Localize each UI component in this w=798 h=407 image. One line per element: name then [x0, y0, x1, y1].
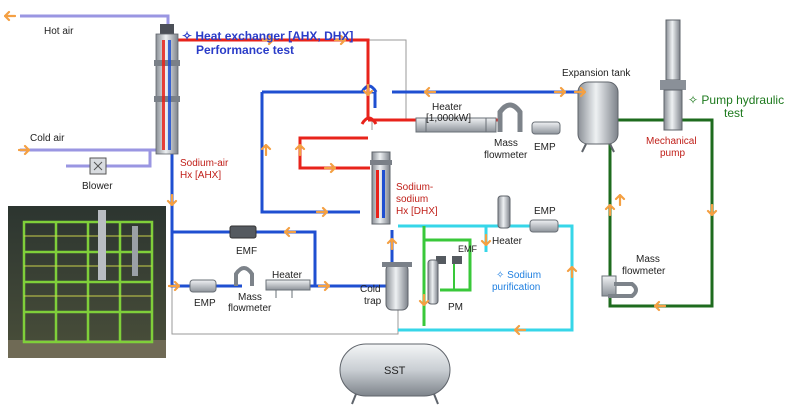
emf-main-label: EMF	[236, 246, 257, 257]
sodium-air-hx-label-1: Sodium-air	[180, 158, 229, 169]
emf-purification-label: EMF	[458, 244, 478, 254]
sodium-purification-label-2: purification	[492, 282, 540, 293]
emf-main	[229, 225, 257, 239]
pump-test-label-1: ✧ Pump hydraulic	[688, 93, 784, 107]
sodium-sodium-hx-label-2: sodium	[396, 194, 428, 205]
expansion-tank	[577, 81, 619, 153]
flow-arrow-icon	[424, 86, 436, 98]
flow-arrow-icon	[706, 204, 718, 216]
mass-flowmeter-top-label-2: flowmeter	[484, 150, 528, 161]
expansion-tank-label: Expansion tank	[562, 68, 631, 79]
mass-flowmeter-top	[497, 102, 523, 132]
sst-tank	[339, 343, 451, 405]
flow-arrow-icon	[418, 294, 430, 306]
heater-1000-label-1: Heater	[432, 102, 463, 113]
emp-bottom	[189, 279, 217, 293]
dhx-vessel	[370, 151, 392, 225]
pm-label: PM	[448, 302, 463, 313]
cold-trap-label-2: trap	[364, 296, 382, 307]
mass-flowmeter-bottom	[234, 266, 254, 286]
hot-air-label: Hot air	[44, 26, 74, 37]
sodium-sodium-hx-label-3: Hx [DHX]	[396, 206, 438, 217]
emf-purification	[436, 256, 462, 264]
cold-air-label: Cold air	[30, 133, 65, 144]
flow-arrow-icon	[318, 280, 330, 292]
flow-arrow-icon	[294, 144, 306, 156]
flow-arrow-icon	[614, 194, 626, 206]
flow-arrow-icon	[284, 226, 296, 238]
mass-flowmeter-bottom-label-1: Mass	[238, 292, 262, 303]
flow-arrow-icon	[316, 206, 328, 218]
sodium-sodium-hx-label-1: Sodium-	[396, 182, 433, 193]
blower-label: Blower	[82, 181, 113, 192]
cold-trap	[382, 262, 412, 311]
emp-purification	[529, 219, 559, 233]
sst-label: SST	[384, 365, 406, 377]
mass-flowmeter-top-label-1: Mass	[494, 138, 518, 149]
mechanical-pump-label-1: Mechanical	[646, 136, 697, 147]
emp-purification-label: EMP	[534, 206, 556, 217]
heater-1000-label-2: [1,000kW]	[426, 113, 471, 124]
hx-subtitle: Performance test	[196, 43, 294, 57]
pump-test-label-2: test	[724, 106, 744, 120]
heater-purification-label: Heater	[492, 236, 523, 247]
emp-top	[531, 121, 561, 135]
mechanical-pump-label-2: pump	[660, 148, 685, 159]
flow-arrow-icon	[386, 238, 398, 250]
test-facility-photo	[8, 206, 166, 358]
heater-purification	[497, 195, 511, 229]
flow-arrow-icon	[654, 300, 666, 312]
mass-flowmeter-right-label-1: Mass	[636, 254, 660, 265]
hx-title: ✧ Heat exchanger [AHX, DHX]	[182, 29, 353, 43]
mass-flowmeter-right	[601, 275, 638, 298]
flow-arrow-icon	[480, 234, 492, 246]
flow-arrow-icon	[604, 204, 616, 216]
flow-arrow-icon	[4, 10, 16, 22]
ahx-vessel	[154, 24, 180, 155]
emp-bottom-label: EMP	[194, 298, 216, 309]
mass-flowmeter-bottom-label-2: flowmeter	[228, 303, 272, 314]
flow-arrow-icon	[514, 324, 526, 336]
pump-loop	[604, 118, 714, 308]
heater-bottom	[265, 279, 311, 298]
flow-arrow-icon	[324, 162, 336, 174]
cold-trap-label-1: Cold	[360, 284, 381, 295]
flow-arrow-icon	[566, 266, 578, 278]
sodium-air-hx-label-2: Hx [AHX]	[180, 170, 221, 181]
heater-bottom-label: Heater	[272, 270, 303, 281]
pm-unit	[427, 259, 439, 305]
mass-flowmeter-right-label-2: flowmeter	[622, 266, 666, 277]
emp-top-label: EMP	[534, 142, 556, 153]
heater-1000kw	[415, 117, 497, 133]
flow-arrow-icon	[18, 144, 30, 156]
blower	[89, 157, 107, 175]
flow-arrow-icon	[166, 194, 178, 206]
flow-arrow-icon	[554, 86, 566, 98]
sodium-purification-label-1: ✧ Sodium	[496, 270, 541, 281]
mechanical-pump	[660, 19, 686, 131]
